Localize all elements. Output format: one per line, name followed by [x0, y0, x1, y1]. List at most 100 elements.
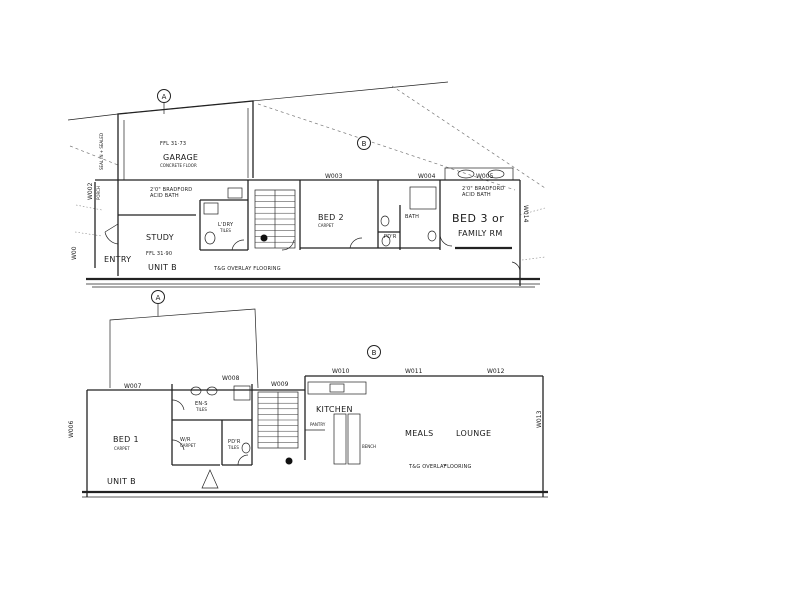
- kitchen-counter: [307, 381, 367, 395]
- bath-tub: [487, 169, 505, 179]
- window-tag-w012: W012: [487, 368, 505, 375]
- boundary-dash: [391, 85, 546, 189]
- ensuite-basin: [206, 386, 218, 396]
- bath-note2-label: 2'0" BRADFORD: [462, 186, 504, 192]
- bath-label: BATH: [405, 214, 419, 220]
- bed1-door: [201, 469, 219, 489]
- boundary-dot: [75, 204, 103, 211]
- porch-door: [511, 261, 521, 273]
- section-marker-a-upper-label: A: [156, 294, 161, 302]
- kitchen-label: KITCHEN: [316, 405, 353, 414]
- window-tag-w008: W008: [222, 375, 240, 382]
- boundary-dot: [519, 207, 546, 216]
- garage-ffl-label: FFL 31·73: [160, 141, 186, 147]
- window-tag-w007: W007: [124, 383, 142, 390]
- stair-note-label: SEAL IN + SEALED: [99, 133, 104, 170]
- window-tag-w006: W006: [68, 420, 75, 438]
- window-tag-w013: W013: [536, 410, 543, 428]
- garage-walls: [117, 100, 254, 276]
- bed3-door: [439, 233, 453, 247]
- upper-pdr-label: PD'R: [228, 439, 241, 445]
- porch-label: PORCH: [96, 186, 101, 200]
- pantry-label: PANTRY: [310, 422, 326, 427]
- meals-label: MEALS: [405, 429, 433, 438]
- bath-fixture: [409, 186, 437, 210]
- study-label: STUDY: [146, 233, 174, 242]
- ground-unit-label: UNIT B: [148, 263, 177, 272]
- upper-toilet: [241, 442, 251, 454]
- stair-door: [281, 239, 295, 251]
- floor-note-label: T&G OVERLAY FLOORING: [213, 266, 281, 272]
- upper-column-marker: [285, 457, 293, 465]
- section-marker-b: [357, 136, 371, 150]
- upper-unit-label: UNIT B: [107, 477, 136, 486]
- boundary-line: [67, 113, 119, 121]
- bath-note2-label: ACID BATH: [462, 192, 491, 198]
- ground-pdr-label: PD'R: [384, 234, 397, 240]
- toilet: [381, 235, 391, 247]
- window-tag-w003: W003: [325, 173, 343, 180]
- kitchen-island: [333, 413, 347, 465]
- bed3-label: BED 3 or: [452, 212, 504, 225]
- upper-floor-note: T&G OVERLAY: [408, 464, 447, 470]
- ground-floor-plan: A B FFL 31·73 GARAGE CONCRETE FLOOR 2'0"…: [67, 81, 546, 288]
- lounge-label: LOUNGE: [456, 429, 491, 438]
- column-marker: [260, 234, 268, 242]
- bed2-door: [349, 237, 363, 249]
- laundry-sub-label: TILES: [219, 228, 231, 233]
- wir-label: W/R: [180, 437, 191, 443]
- toilet: [380, 215, 390, 227]
- section-marker-b-upper-label: B: [372, 349, 377, 357]
- toilet: [204, 231, 216, 245]
- bench-label: BENCH: [362, 444, 376, 449]
- kitchen-sink: [329, 383, 345, 393]
- ensuite-sub-label: TILES: [195, 407, 207, 412]
- upper-floor-note-2: FLOORING: [444, 464, 472, 470]
- window-tag-w009: W009: [271, 381, 289, 388]
- ensuite-door: [171, 399, 185, 411]
- bath-tub: [457, 169, 475, 179]
- wir-door: [171, 439, 185, 451]
- laundry-label: L'DRY: [218, 222, 234, 228]
- basin: [427, 230, 437, 242]
- garage-sub-label: CONCRETE FLOOR: [160, 163, 197, 168]
- window-tag-w014: W014: [522, 205, 529, 223]
- section-marker-a: [157, 89, 171, 103]
- ensuite-shower: [233, 385, 251, 401]
- window-tag-w00: W00: [71, 246, 78, 260]
- boundary-dot: [521, 256, 546, 261]
- upper-stair-treads: [258, 392, 298, 448]
- stair-treads: [255, 190, 295, 248]
- bed1-sub-label: CARPET: [114, 446, 130, 451]
- kitchen-bench: [347, 413, 361, 465]
- window-tag-w005: W005: [476, 173, 494, 180]
- bed3b-label: FAMILY RM: [458, 229, 503, 238]
- bed2-sub-label: CARPET: [318, 223, 334, 228]
- section-marker-b-upper: [367, 345, 381, 359]
- entry-door: [104, 223, 119, 245]
- void-outline: [109, 308, 259, 389]
- section-marker-a-upper: [151, 290, 165, 304]
- laundry-door: [231, 239, 245, 251]
- boundary-dot: [74, 231, 103, 237]
- upper-floor-plan: A B: [68, 290, 548, 498]
- garage-label: GARAGE: [163, 153, 198, 162]
- bed1-label: BED 1: [113, 435, 139, 444]
- wir-sub-label: CARPET: [180, 443, 196, 448]
- window-tag-w010: W010: [332, 368, 350, 375]
- boundary-dash: [69, 145, 119, 166]
- section-marker-a-label: A: [162, 93, 167, 101]
- bath-note-label: 2'0" BRADFORD: [150, 187, 192, 193]
- upper-pdr-sub-label: TILES: [227, 445, 239, 450]
- bed2-label: BED 2: [318, 213, 344, 222]
- washing-machine: [203, 202, 219, 215]
- pdr-door: [237, 454, 249, 466]
- window-tag-w004: W004: [418, 173, 436, 180]
- entry-label: ENTRY: [104, 255, 131, 264]
- sink: [227, 187, 243, 199]
- window-tag-w002: W002: [87, 182, 94, 200]
- ensuite-basin: [190, 386, 202, 396]
- section-marker-b-label: B: [362, 140, 367, 148]
- ensuite-label: EN-S: [195, 401, 208, 407]
